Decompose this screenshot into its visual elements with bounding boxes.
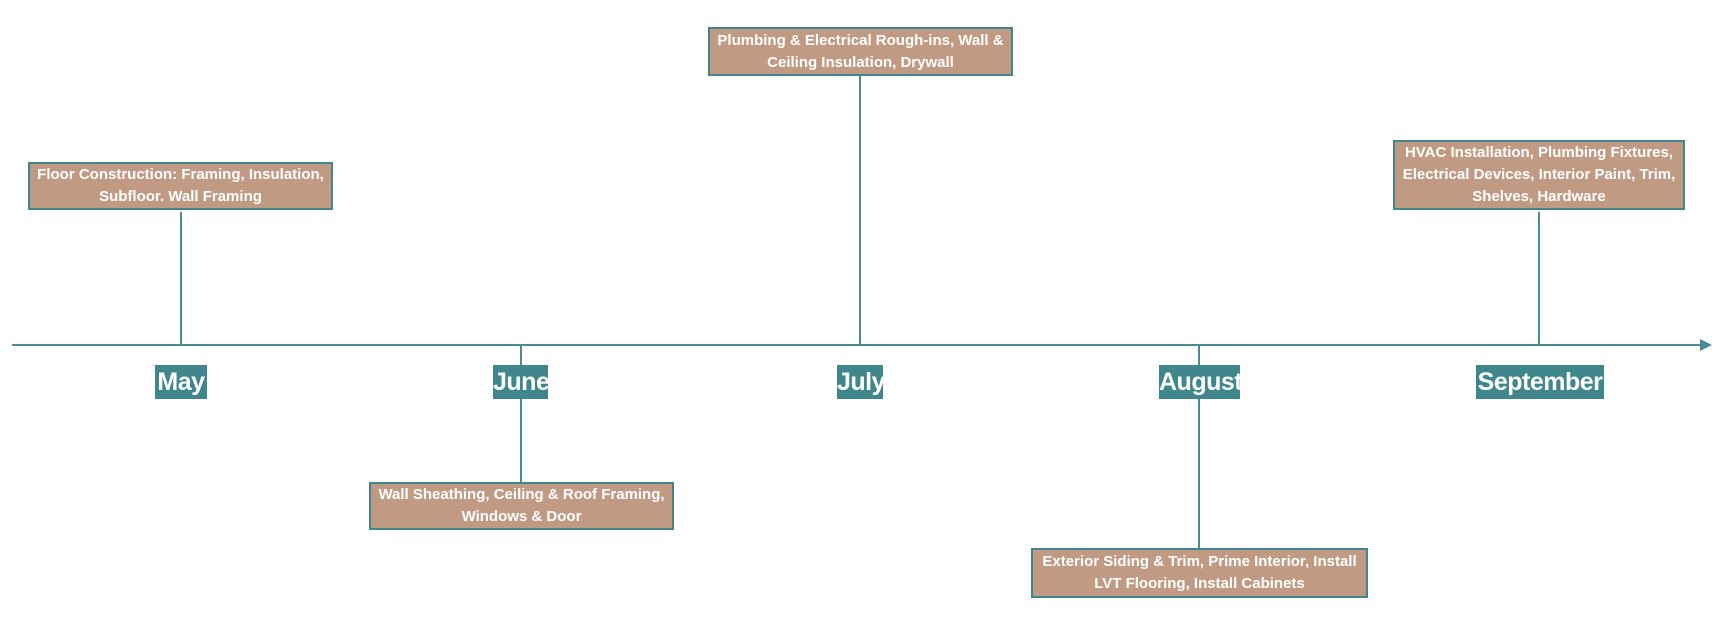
month-label-june: June — [493, 365, 550, 399]
month-label-august: August — [1159, 365, 1243, 399]
stem-july — [859, 76, 861, 345]
month-label-september: September — [1476, 365, 1604, 399]
stem-june — [520, 345, 522, 482]
event-box-september: HVAC Installation, Plumbing Fixtures, El… — [1393, 140, 1685, 210]
stem-september — [1538, 212, 1540, 345]
event-box-august: Exterior Siding & Trim, Prime Interior, … — [1031, 548, 1368, 598]
timeline-arrowhead — [1700, 339, 1712, 351]
event-box-june: Wall Sheathing, Ceiling & Roof Framing, … — [369, 482, 674, 530]
stem-august — [1198, 345, 1200, 548]
event-box-july: Plumbing & Electrical Rough-ins, Wall & … — [708, 27, 1013, 76]
stem-may — [180, 212, 182, 345]
month-label-july: July — [837, 365, 886, 399]
timeline-axis — [12, 344, 1702, 346]
event-box-may: Floor Construction: Framing, Insulation,… — [28, 162, 333, 210]
month-label-may: May — [155, 365, 207, 399]
